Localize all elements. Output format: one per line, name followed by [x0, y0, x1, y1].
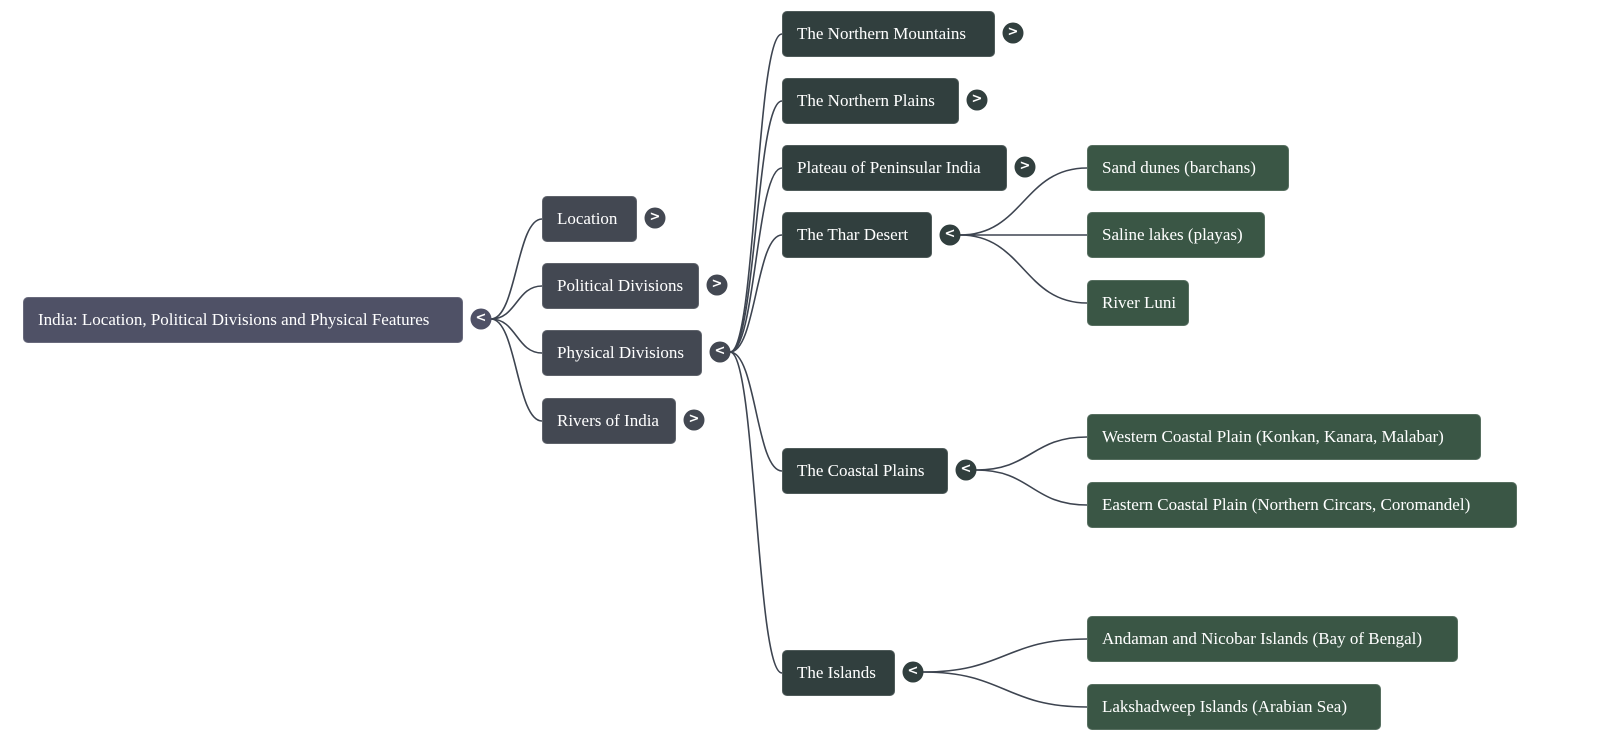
collapse-toggle-islands[interactable]: < — [902, 661, 924, 683]
link-physical-to-l2-3 — [729, 234, 783, 353]
node-northern-plains[interactable]: The Northern Plains — [782, 78, 959, 124]
collapse-toggle-physical-divisions[interactable]: < — [709, 341, 731, 363]
link-physical-to-l2-0 — [729, 33, 783, 353]
link-thar-to-l3-2 — [959, 234, 1088, 304]
link-root-to-l1-0 — [490, 218, 543, 320]
node-river-luni[interactable]: River Luni — [1087, 280, 1189, 326]
node-western-coastal-plain[interactable]: Western Coastal Plain (Konkan, Kanara, M… — [1087, 414, 1481, 460]
expand-toggle-political-divisions[interactable]: > — [706, 274, 728, 296]
link-physical-to-l2-4 — [729, 351, 783, 472]
expand-toggle-northern-mountains[interactable]: > — [1002, 22, 1024, 44]
node-sand-dunes[interactable]: Sand dunes (barchans) — [1087, 145, 1289, 191]
node-islands[interactable]: The Islands — [782, 650, 895, 696]
collapse-toggle-root[interactable]: < — [470, 308, 492, 330]
node-physical-divisions[interactable]: Physical Divisions — [542, 330, 702, 376]
expand-toggle-rivers-of-india[interactable]: > — [683, 409, 705, 431]
node-lakshadweep[interactable]: Lakshadweep Islands (Arabian Sea) — [1087, 684, 1381, 730]
collapse-toggle-coastal-plains[interactable]: < — [955, 459, 977, 481]
collapse-toggle-thar-desert[interactable]: < — [939, 224, 961, 246]
link-root-to-l1-2 — [490, 318, 543, 354]
link-root-to-l1-1 — [490, 285, 543, 320]
expand-toggle-plateau[interactable]: > — [1014, 156, 1036, 178]
node-eastern-coastal-plain[interactable]: Eastern Coastal Plain (Northern Circars,… — [1087, 482, 1517, 528]
link-coastal-to-l3-1 — [975, 469, 1088, 506]
link-islands-to-l3-0 — [922, 638, 1088, 673]
node-thar-desert[interactable]: The Thar Desert — [782, 212, 932, 258]
link-physical-to-l2-2 — [729, 167, 783, 353]
link-physical-to-l2-5 — [729, 351, 783, 674]
expand-toggle-location[interactable]: > — [644, 207, 666, 229]
node-rivers-of-india[interactable]: Rivers of India — [542, 398, 676, 444]
node-coastal-plains[interactable]: The Coastal Plains — [782, 448, 948, 494]
link-physical-to-l2-1 — [729, 100, 783, 353]
expand-toggle-northern-plains[interactable]: > — [966, 89, 988, 111]
node-political-divisions[interactable]: Political Divisions — [542, 263, 699, 309]
node-location[interactable]: Location — [542, 196, 637, 242]
node-plateau-peninsular-india[interactable]: Plateau of Peninsular India — [782, 145, 1007, 191]
node-andaman-nicobar[interactable]: Andaman and Nicobar Islands (Bay of Beng… — [1087, 616, 1458, 662]
link-root-to-l1-3 — [490, 318, 543, 422]
root-node[interactable]: India: Location, Political Divisions and… — [23, 297, 463, 343]
link-islands-to-l3-1 — [922, 671, 1088, 708]
node-saline-lakes[interactable]: Saline lakes (playas) — [1087, 212, 1265, 258]
node-northern-mountains[interactable]: The Northern Mountains — [782, 11, 995, 57]
link-coastal-to-l3-0 — [975, 436, 1088, 471]
